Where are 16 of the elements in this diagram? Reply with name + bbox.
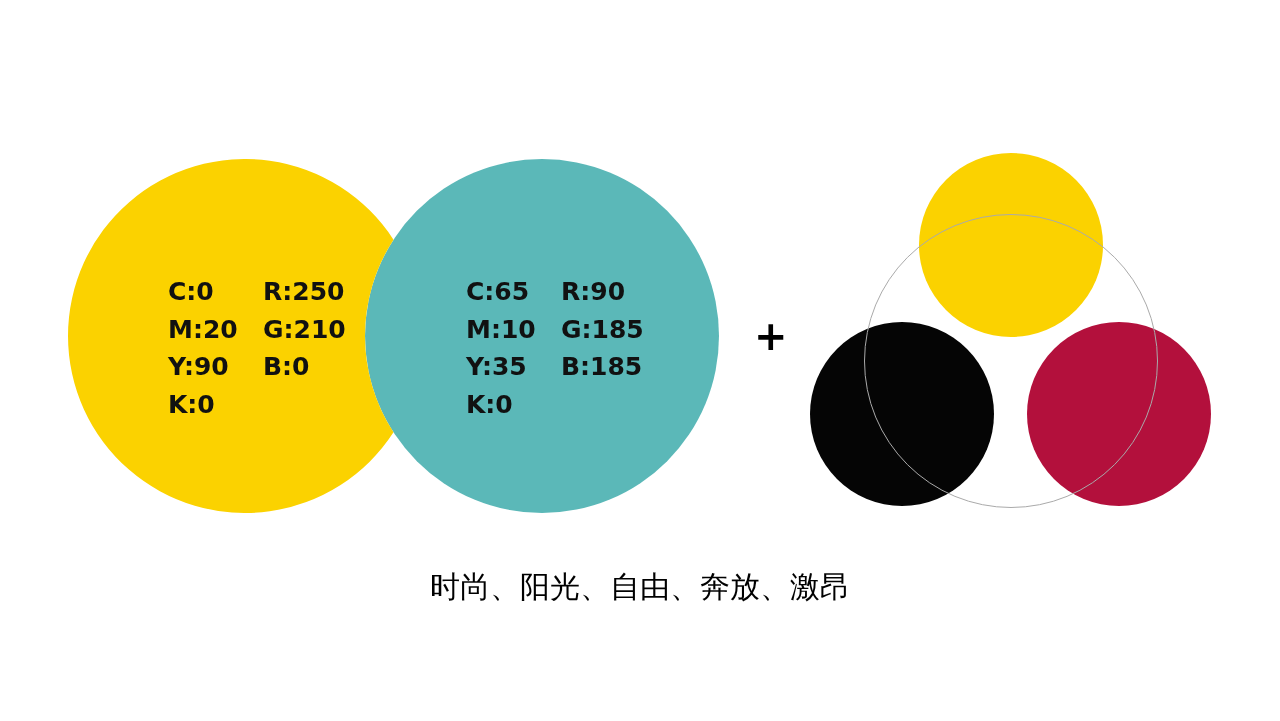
color-value: C:65 xyxy=(466,279,530,304)
color-value: M:10 xyxy=(466,316,536,342)
color-value: M:20 xyxy=(168,316,238,342)
color-value: C:0 xyxy=(168,279,214,304)
caption-text: 时尚、阳光、自由、奔放、激昂 xyxy=(430,572,850,602)
color-value: Y:90 xyxy=(168,354,229,379)
color-value: K:0 xyxy=(168,391,215,417)
color-value: G:210 xyxy=(263,316,346,342)
color-value: Y:35 xyxy=(466,354,527,379)
color-value: R:250 xyxy=(263,279,345,304)
color-value: B:185 xyxy=(561,354,643,379)
color-value: B:0 xyxy=(263,354,310,379)
color-value: R:90 xyxy=(561,279,626,304)
color-value: G:185 xyxy=(561,316,644,342)
color-value: K:0 xyxy=(466,391,513,417)
plus-sign: + xyxy=(754,316,788,356)
